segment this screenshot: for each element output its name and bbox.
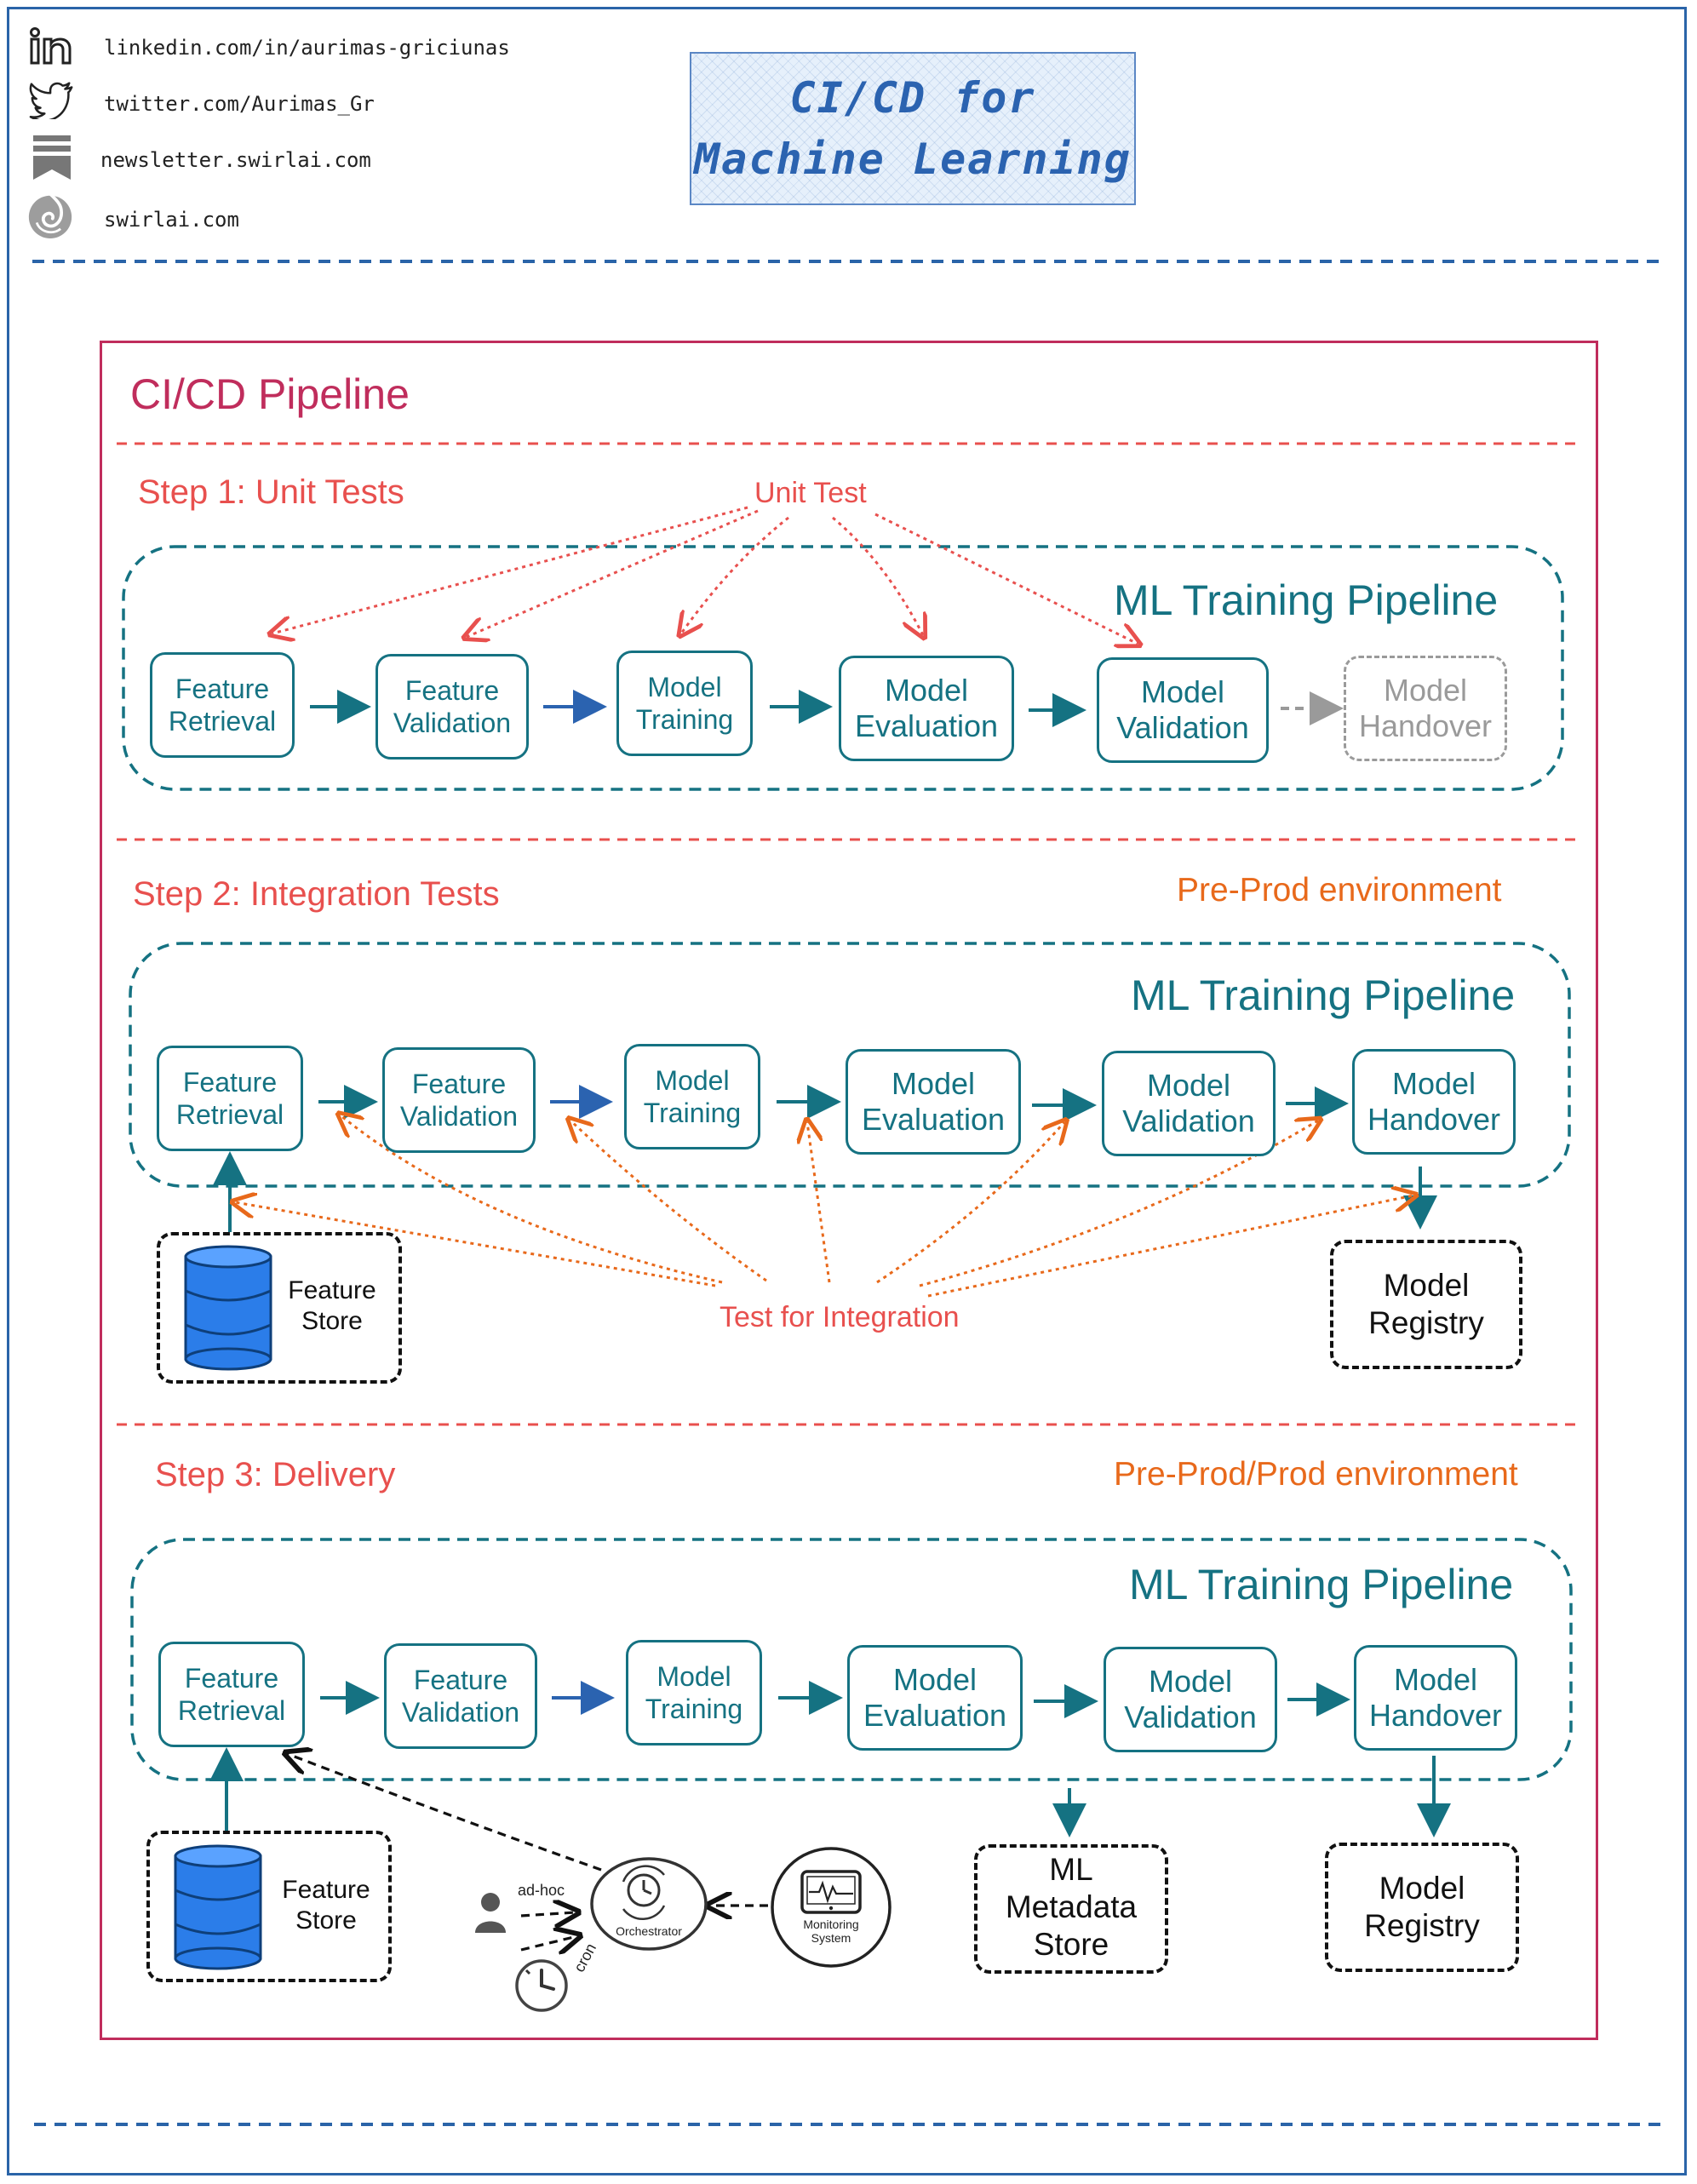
newsletter-icon[interactable] xyxy=(29,135,75,181)
unit-test-arrow-3 xyxy=(681,516,789,633)
linkedin-icon[interactable] xyxy=(29,24,75,70)
orchestrator-to-retrieval-arrow xyxy=(288,1754,602,1872)
s3-feature-validation[interactable]: Feature Validation xyxy=(384,1643,537,1749)
monitoring-system-icon[interactable] xyxy=(770,1846,892,1969)
step3-panel xyxy=(130,1538,1573,1781)
s1-model-handover[interactable]: Model Handover xyxy=(1344,656,1507,761)
s2-feature-validation[interactable]: Feature Validation xyxy=(382,1047,536,1153)
step3-env-label: Pre-Prod/Prod environment xyxy=(1114,1456,1518,1493)
s3-model-handover[interactable]: Model Handover xyxy=(1354,1645,1517,1751)
adhoc-arrow xyxy=(520,1912,576,1916)
unit-test-arrow-5 xyxy=(874,513,1138,644)
integration-arrow-2 xyxy=(341,1115,723,1284)
newsletter-link[interactable]: newsletter.swirlai.com xyxy=(100,148,371,172)
integration-arrow-7 xyxy=(927,1195,1413,1298)
s2-model-registry-box[interactable] xyxy=(1330,1240,1522,1369)
step2-title: Step 2: Integration Tests xyxy=(133,875,500,913)
swirlai-link[interactable]: swirlai.com xyxy=(104,208,239,232)
twitter-link[interactable]: twitter.com/Aurimas_Gr xyxy=(104,92,375,116)
s2-model-evaluation[interactable]: Model Evaluation xyxy=(846,1049,1021,1155)
s3-database-icon xyxy=(174,1844,262,1970)
title-box: CI/CD for Machine Learning xyxy=(690,52,1136,205)
s2-model-training[interactable]: Model Training xyxy=(624,1044,760,1149)
title-line-2: Machine Learning xyxy=(694,135,1132,184)
s2-feature-store-label: Feature Store xyxy=(288,1276,376,1335)
step2-panel xyxy=(129,942,1571,1188)
s2-model-validation[interactable]: Model Validation xyxy=(1102,1051,1276,1156)
outer-frame xyxy=(7,7,1687,2175)
step2-panel-title: ML Training Pipeline xyxy=(1131,972,1516,1019)
monitoring-label: Monitoring System xyxy=(803,1917,859,1945)
s1-feature-retrieval[interactable]: Feature Retrieval xyxy=(150,652,295,758)
integration-arrow-5 xyxy=(876,1122,1064,1284)
orchestrator-icon[interactable] xyxy=(589,1856,708,1952)
integration-arrow-1 xyxy=(235,1202,716,1287)
twitter-icon[interactable] xyxy=(29,77,75,123)
linkedin-link[interactable]: linkedin.com/in/aurimas-griciunas xyxy=(104,36,510,60)
cicd-pipeline-frame xyxy=(100,341,1598,2040)
cron-arrow xyxy=(520,1936,577,1950)
s3-feature-retrieval[interactable]: Feature Retrieval xyxy=(158,1642,305,1747)
s1-feature-validation[interactable]: Feature Validation xyxy=(376,654,529,760)
s3-feature-store-label: Feature Store xyxy=(282,1876,370,1935)
integration-arrow-3 xyxy=(570,1121,767,1282)
adhoc-label: ad-hoc xyxy=(518,1882,565,1899)
swirlai-logo-icon[interactable] xyxy=(27,192,73,238)
s2-model-registry-label: Model Registry xyxy=(1368,1268,1484,1340)
step1-title: Step 1: Unit Tests xyxy=(138,473,404,511)
s1-model-evaluation[interactable]: Model Evaluation xyxy=(839,656,1014,761)
pipeline-title: CI/CD Pipeline xyxy=(130,370,410,418)
unit-test-arrow-4 xyxy=(832,516,923,635)
s3-model-training[interactable]: Model Training xyxy=(626,1640,762,1745)
s1-model-training[interactable]: Model Training xyxy=(616,651,753,756)
step1-panel-title: ML Training Pipeline xyxy=(1114,576,1499,624)
orchestrator-label: Orchestrator xyxy=(616,1924,682,1938)
s3-model-evaluation[interactable]: Model Evaluation xyxy=(847,1645,1023,1751)
s3-model-registry-label: Model Registry xyxy=(1364,1871,1480,1943)
unit-test-label: Unit Test xyxy=(754,477,867,509)
s2-database-icon xyxy=(184,1245,272,1371)
integration-test-label: Test for Integration xyxy=(720,1301,960,1333)
s3-model-validation[interactable]: Model Validation xyxy=(1104,1647,1277,1752)
unit-test-arrow-2 xyxy=(467,509,759,637)
ml-metadata-store-label: ML Metadata Store xyxy=(1005,1852,1138,1962)
s2-feature-retrieval[interactable]: Feature Retrieval xyxy=(157,1046,303,1151)
title-line-1: CI/CD for xyxy=(789,73,1036,123)
step3-title: Step 3: Delivery xyxy=(155,1456,396,1493)
s1-model-validation[interactable]: Model Validation xyxy=(1097,657,1269,763)
step3-panel-title: ML Training Pipeline xyxy=(1129,1561,1514,1608)
s3-model-registry-box[interactable] xyxy=(1325,1843,1519,1972)
step1-panel xyxy=(122,545,1564,791)
step2-env-label: Pre-Prod environment xyxy=(1177,872,1502,909)
ml-metadata-store-box[interactable] xyxy=(974,1844,1168,1974)
s2-model-handover[interactable]: Model Handover xyxy=(1352,1049,1516,1155)
unit-test-arrow-1 xyxy=(272,506,748,633)
user-icon[interactable] xyxy=(473,1892,507,1933)
integration-arrow-4 xyxy=(807,1122,831,1283)
clock-icon[interactable] xyxy=(514,1958,569,2013)
